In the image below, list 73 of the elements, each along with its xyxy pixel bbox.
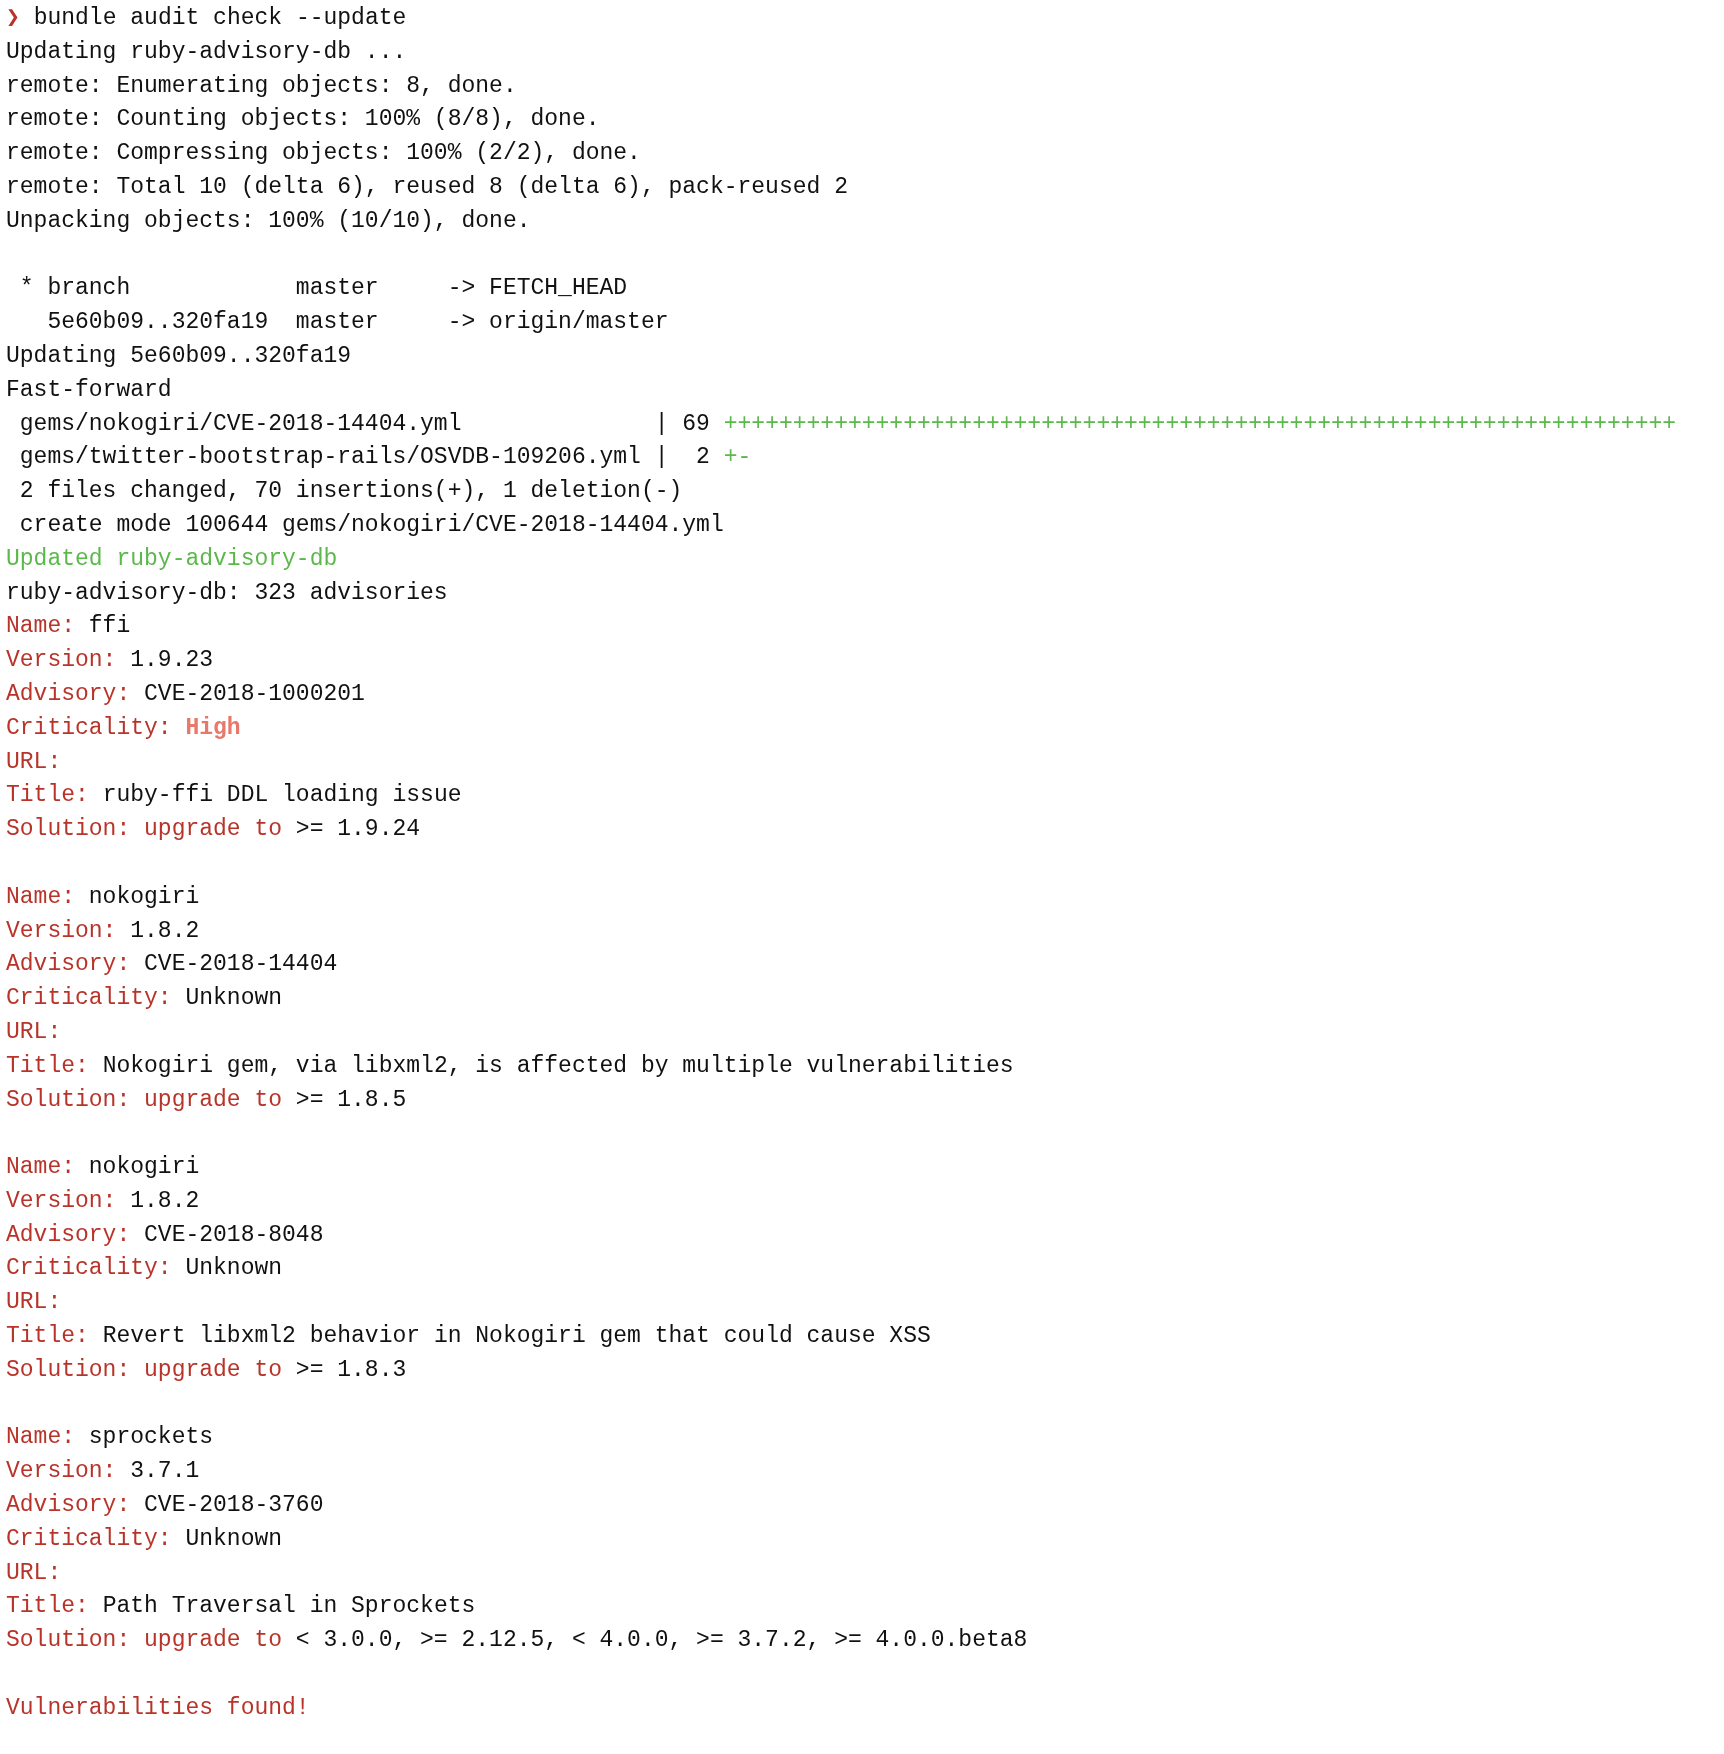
field-label: Advisory: — [6, 1492, 131, 1519]
output-text: remote: Compressing objects: 100% (2/2), done. — [6, 140, 641, 167]
output-text: Unpacking objects: 100% (10/10), done. — [6, 207, 531, 234]
output-text: remote: Enumerating objects: 8, done. — [6, 72, 517, 99]
field-label: Solution: upgrade to — [6, 1086, 283, 1113]
field-label: Criticality: — [6, 714, 172, 741]
field-value: Unknown — [185, 1255, 283, 1282]
field-value: ruby-ffi DDL loading issue — [102, 782, 462, 809]
field-label: Version: — [6, 647, 117, 674]
field-value: 3.7.1 — [130, 1458, 200, 1485]
success-text: Updated ruby-advisory-db — [6, 545, 338, 572]
output-text: gems/twitter-bootstrap-rails/OSVDB-109206.yml | 2 — [19, 444, 710, 471]
prompt-symbol: ❯ — [6, 5, 20, 31]
field-label: Version: — [6, 1187, 117, 1214]
field-label: Title: — [6, 1593, 89, 1620]
output-text: Updating ruby-advisory-db ... — [6, 38, 407, 65]
field-label: Name: — [6, 1154, 75, 1181]
output-text: remote: Total 10 (delta 6), reused 8 (delta 6), pack-reused 2 — [6, 174, 848, 200]
field-label: URL: — [6, 748, 62, 775]
severity-text: High — [185, 714, 241, 741]
field-value: CVE-2018-3760 — [144, 1492, 324, 1519]
field-value: Path Traversal in Sprockets — [102, 1593, 476, 1620]
field-value: Nokogiri gem, via libxml2, is affected by multiple vulnerabilities — [102, 1052, 1014, 1079]
field-label: URL: — [6, 1289, 62, 1316]
field-label: Title: — [6, 1052, 89, 1079]
output-text: ruby-advisory-db: 323 advisories — [6, 579, 448, 606]
field-value: 1.9.23 — [130, 647, 214, 674]
field-value: ffi — [88, 613, 131, 640]
field-value: 1.8.2 — [130, 917, 200, 944]
output-text: Fast-forward — [6, 376, 172, 403]
field-label: Solution: upgrade to — [6, 1627, 283, 1654]
field-value: CVE-2018-14404 — [144, 951, 338, 978]
field-label: Criticality: — [6, 985, 172, 1012]
output-text: 5e60b09..320fa19 master -> origin/master — [47, 309, 669, 336]
field-label: Title: — [6, 782, 89, 809]
field-value: Unknown — [185, 1525, 283, 1552]
field-label: Name: — [6, 883, 75, 910]
field-value: sprockets — [88, 1424, 214, 1451]
field-value: 1.8.2 — [130, 1187, 200, 1214]
field-value: < 3.0.0, >= 2.12.5, < 4.0.0, >= 3.7.2, >= 4.0.0.beta8 — [295, 1627, 1028, 1654]
output-text: Updating 5e60b09..320fa19 — [6, 342, 352, 369]
success-text: +- — [723, 444, 752, 471]
field-value: nokogiri — [88, 1154, 200, 1181]
output-text: remote: Counting objects: 100% (8/8), done. — [6, 106, 600, 133]
field-value: CVE-2018-8048 — [144, 1221, 324, 1248]
field-value: >= 1.8.3 — [295, 1356, 407, 1383]
field-value: Unknown — [185, 985, 283, 1012]
field-label: Version: — [6, 917, 117, 944]
output-text: bundle audit check --update — [33, 5, 407, 31]
field-label: Version: — [6, 1458, 117, 1485]
field-label: Advisory: — [6, 1221, 131, 1248]
success-text: +++++++++++++++++++++++++++++++++++++++++++++++++++++++++++++++++++++ — [723, 410, 1677, 437]
field-label: Title: — [6, 1323, 89, 1350]
field-value: >= 1.9.24 — [295, 816, 421, 843]
field-value: >= 1.8.5 — [295, 1086, 407, 1113]
output-text: create mode 100644 gems/nokogiri/CVE-2018-14404.yml — [19, 511, 724, 538]
field-value: nokogiri — [88, 883, 200, 910]
field-label: Solution: upgrade to — [6, 816, 283, 843]
field-value: Revert libxml2 behavior in Nokogiri gem that could cause XSS — [102, 1323, 931, 1350]
field-value: CVE-2018-1000201 — [144, 680, 365, 707]
output-text: * branch master -> FETCH_HEAD — [19, 275, 628, 302]
field-label: Name: — [6, 613, 75, 640]
field-label: Vulnerabilities found! — [6, 1694, 310, 1721]
field-label: Solution: upgrade to — [6, 1356, 283, 1383]
field-label: Criticality: — [6, 1255, 172, 1282]
field-label: Advisory: — [6, 680, 131, 707]
output-text: gems/nokogiri/CVE-2018-14404.yml | 69 — [19, 410, 710, 437]
field-label: URL: — [6, 1559, 62, 1586]
output-text: 2 files changed, 70 insertions(+), 1 deletion(-) — [19, 478, 683, 505]
field-label: URL: — [6, 1018, 62, 1045]
field-label: Criticality: — [6, 1525, 172, 1552]
field-label: Name: — [6, 1424, 75, 1451]
field-label: Advisory: — [6, 951, 131, 978]
